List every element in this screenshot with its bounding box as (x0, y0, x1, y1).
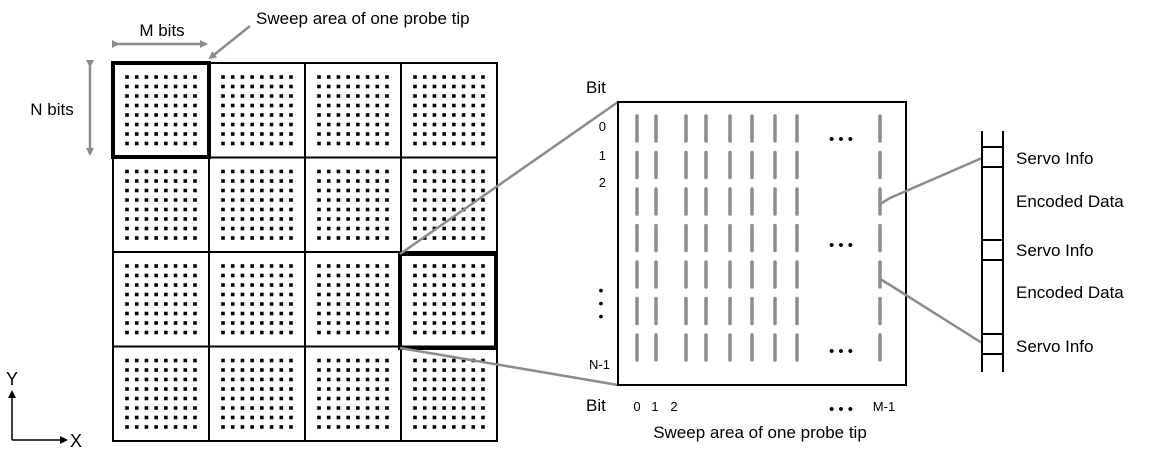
grid-cell (112, 345, 210, 442)
zoom-connector-bottom (399, 346, 619, 387)
col-label-last: M-1 (873, 399, 895, 414)
n-bits-label: N bits (30, 100, 73, 119)
ellipsis-row-bottom: • • • (829, 343, 853, 360)
highlight-tile-zoomed (398, 252, 498, 350)
track-label-data-2: Encoded Data (1016, 283, 1124, 302)
y-axis-label: Y (6, 369, 18, 389)
highlight-tile-top-left (111, 61, 211, 159)
row-vertical-ellipsis-2: • (599, 295, 604, 311)
zoom-connector-top (399, 100, 619, 256)
track-label-servo-3: Servo Info (1016, 337, 1094, 356)
grid-cell (400, 156, 498, 253)
row-label-1: 1 (599, 148, 606, 163)
ellipsis-row-top: • • • (829, 131, 853, 148)
grid-cell (208, 251, 306, 348)
track-connector-bottom (879, 277, 983, 345)
track-label-servo-1: Servo Info (1016, 149, 1094, 168)
zoom-bit-strokes (635, 114, 882, 362)
row-label-0: 0 (599, 119, 606, 134)
grid-cell (112, 62, 210, 159)
m-bits-label: M bits (139, 21, 184, 40)
grid-cell (208, 156, 306, 253)
ellipsis-row-mid: • • • (829, 237, 853, 254)
sweep-area-pointer (208, 25, 251, 60)
sweep-area-top-label: Sweep area of one probe tip (256, 9, 470, 28)
servo-block-2 (981, 239, 1004, 261)
col-label-1: 1 (651, 399, 658, 414)
row-label-2: 2 (599, 175, 606, 190)
zoom-panel (617, 101, 907, 386)
x-axis-label: X (70, 431, 82, 450)
row-vertical-ellipsis-3: • (599, 308, 604, 324)
sweep-area-bottom-label: Sweep area of one probe tip (653, 423, 867, 442)
row-label-last: N-1 (589, 357, 610, 372)
track-label-data-1: Encoded Data (1016, 192, 1124, 211)
servo-block-3 (981, 333, 1004, 355)
servo-block-1 (981, 146, 1004, 168)
grid-cell (304, 345, 402, 442)
bit-label-bottom: Bit (586, 396, 606, 415)
col-label-0: 0 (633, 399, 640, 414)
col-label-2: 2 (670, 399, 677, 414)
track (981, 131, 1004, 372)
row-vertical-ellipsis-1: • (599, 282, 604, 298)
track-label-servo-2: Servo Info (1016, 241, 1094, 260)
col-ellipsis: • • • (829, 401, 853, 418)
grid-cell (208, 345, 306, 442)
track-connector-top (879, 156, 983, 206)
bit-label-top: Bit (586, 78, 606, 97)
grid-cell (400, 62, 498, 159)
